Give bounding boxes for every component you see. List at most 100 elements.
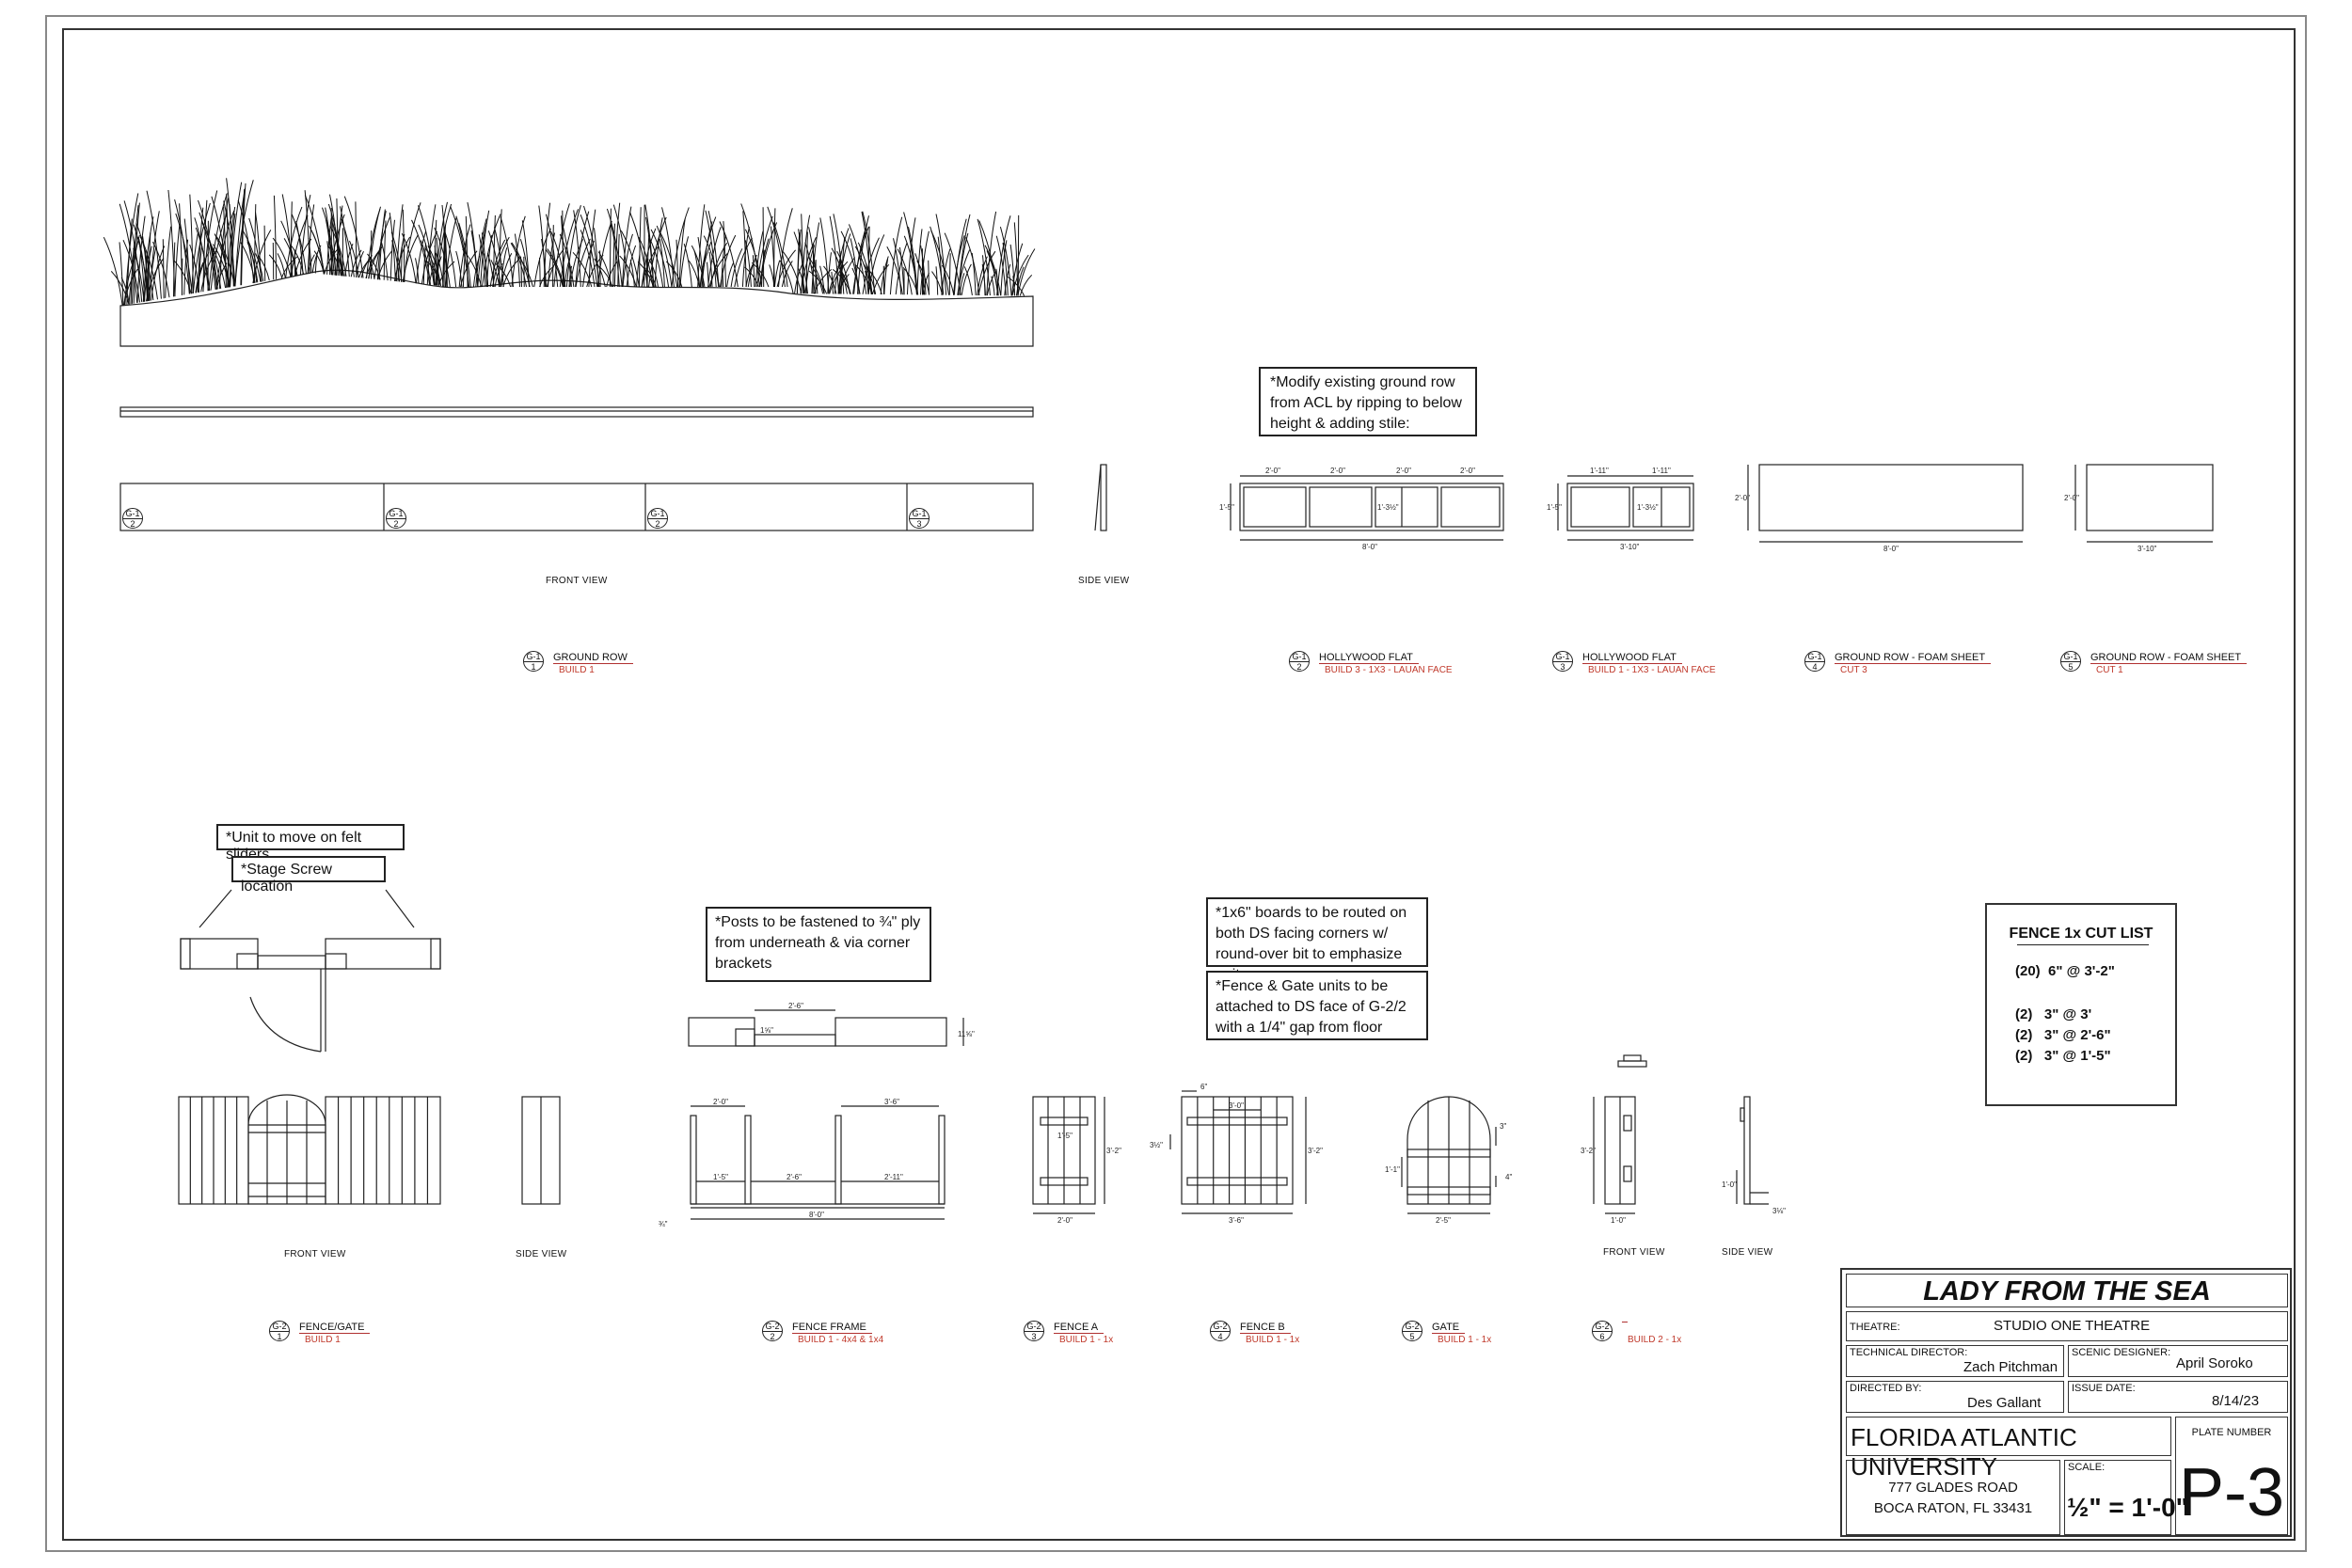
detail-title: FENCE A [1054,1322,1104,1334]
dim-g12-inner: 1'-3½" [1377,503,1399,512]
cut-list-row: (2) 3" @ 1'-5" [2015,1048,2111,1064]
fence-a-elevation [1032,1096,1105,1214]
dim-g22-plan-b: 1⅝" [760,1026,773,1035]
show-title-cell: LADY FROM THE SEA [1846,1274,2288,1307]
dim-g12-d: 2'-0" [1460,467,1475,475]
detail-subtitle: CUT 3 [1840,665,1867,675]
detail-subtitle: BUILD 2 - 1x [1628,1335,1682,1345]
show-title: LADY FROM THE SEA [1923,1276,2211,1307]
hollywood-flat-3ft10 [1557,475,1694,541]
detail-title: GROUND ROW - FOAM SHEET [2090,652,2248,664]
ground-row-side-view [1100,464,1107,531]
plate-number: P-3 [2178,1455,2285,1530]
fence-gate-front-elevation [178,1094,441,1205]
dim-g22-e-e: 2'-11" [884,1173,903,1181]
dim-fb-e: 3'-6" [1229,1216,1244,1225]
detail-subtitle: BUILD 3 - 1X3 - LAUAN FACE [1325,665,1453,675]
detail-title [1622,1322,1628,1323]
view-label-front-bottom: FRONT VIEW [284,1249,346,1259]
dim-g12-h: 1'-5" [1219,503,1234,512]
note-boards-routed: *1x6" boards to be routed on both DS fac… [1206,897,1428,983]
foam-sheet-8ft [1758,464,2024,531]
dim-g13-a: 1'-11" [1590,467,1609,475]
view-label-side-top: SIDE VIEW [1078,576,1130,586]
fence-frame-elevation [690,1105,946,1220]
dim-g15-h: 2'-0" [2064,494,2079,502]
dim-g14-h: 2'-0" [1735,494,1750,502]
gate-elevation [1401,1096,1497,1214]
scale-cell: SCALE: ½" = 1'-0" [2064,1460,2188,1535]
note-fence-gate-attached: *Fence & Gate units to be attached to DS… [1206,971,1428,1040]
dim-gate-d: 2'-5" [1436,1216,1451,1225]
dim-fa-b: 3'-2" [1106,1147,1121,1155]
note-posts-fastened: *Posts to be fastened to ¾" ply from und… [706,907,931,982]
detail-subtitle: BUILD 1 - 1x [1246,1335,1300,1345]
issue-label: ISSUE DATE: [2072,1383,2136,1394]
fence-gate-plan [180,889,441,1053]
designer-label: SCENIC DESIGNER: [2072,1347,2171,1358]
sheet-outer-border [45,15,2307,1552]
td-cell: TECHNICAL DIRECTOR: Zach Pitchman [1846,1345,2064,1377]
plate-label: PLATE NUMBER [2191,1427,2272,1438]
dim-gate-a: 3" [1500,1122,1506,1131]
dim-g13-inner: 1'-3½" [1637,503,1659,512]
dim-gate-c: 4" [1505,1173,1512,1181]
address-cell: 777 GLADES ROAD BOCA RATON, FL 33431 [1846,1460,2060,1535]
detail-title: FENCE/GATE [299,1322,371,1334]
dim-g22-e-c: 1'-5" [713,1173,728,1181]
td-label: TECHNICAL DIRECTOR: [1850,1347,1968,1358]
fence-b-elevation [1169,1090,1307,1214]
scale-value: ½" = 1'-0" [2067,1493,2188,1522]
director-value: Des Gallant [1967,1395,2042,1411]
university-cell: FLORIDA ATLANTIC UNIVERSITY [1846,1417,2171,1481]
note-stage-screw: *Stage Screw location [231,856,386,895]
dim-g13-h: 1'-5" [1547,503,1562,512]
detail-subtitle: BUILD 1 - 1x [1438,1335,1492,1345]
foam-sheet-3ft10 [2086,464,2214,531]
address-line-1: 777 GLADES ROAD [1888,1480,2018,1496]
ground-row-front-view [119,483,1034,531]
detail-subtitle: BUILD 1 - 4x4 & 1x4 [798,1335,884,1345]
hollywood-flat-8ft [1230,475,1504,541]
fence-frame-plan [688,1009,964,1047]
dim-g13-b: 1'-11" [1652,467,1671,475]
dim-g26-b: 1'-0" [1611,1216,1626,1225]
view-label-side-g26: SIDE VIEW [1722,1247,1773,1258]
dim-fb-a: 6" [1200,1083,1207,1091]
detail-subtitle: CUT 1 [2096,665,2123,675]
note-modify-ground-row: *Modify existing ground row from ACL by … [1259,367,1477,436]
detail-subtitle: BUILD 1 - 1x [1059,1335,1114,1345]
note-felt-sliders: *Unit to move on felt sliders [216,824,405,863]
plate-cell: PLATE NUMBER P-3 [2175,1417,2288,1535]
dim-g13-w: 3'-10" [1620,543,1640,551]
view-label-side-bottom: SIDE VIEW [516,1249,567,1259]
dim-g22-e-g: ¾" [659,1220,668,1228]
issue-value: 8/14/23 [2212,1393,2260,1409]
dim-g22-e-b: 3'-6" [884,1098,899,1106]
dim-g26-c: 1'-0" [1722,1180,1737,1189]
issue-cell: ISSUE DATE: 8/14/23 [2068,1381,2288,1413]
g26-front-view [1593,1054,1647,1214]
g26-side-view [1736,1096,1769,1205]
dim-g22-e-d: 2'-6" [787,1173,802,1181]
detail-title: FENCE B [1240,1322,1291,1334]
cut-list-row: (2) 3" @ 2'-6" [2015,1027,2111,1043]
director-cell: DIRECTED BY: Des Gallant [1846,1381,2064,1413]
dim-g22-e-a: 2'-0" [713,1098,728,1106]
director-label: DIRECTED BY: [1850,1383,1922,1394]
detail-subtitle: BUILD 1 - 1X3 - LAUAN FACE [1588,665,1716,675]
detail-subtitle: BUILD 1 [305,1335,341,1345]
dim-g12-a: 2'-0" [1265,467,1280,475]
ground-row-grass-elevation [103,178,1036,347]
detail-title: FENCE FRAME [792,1322,872,1334]
